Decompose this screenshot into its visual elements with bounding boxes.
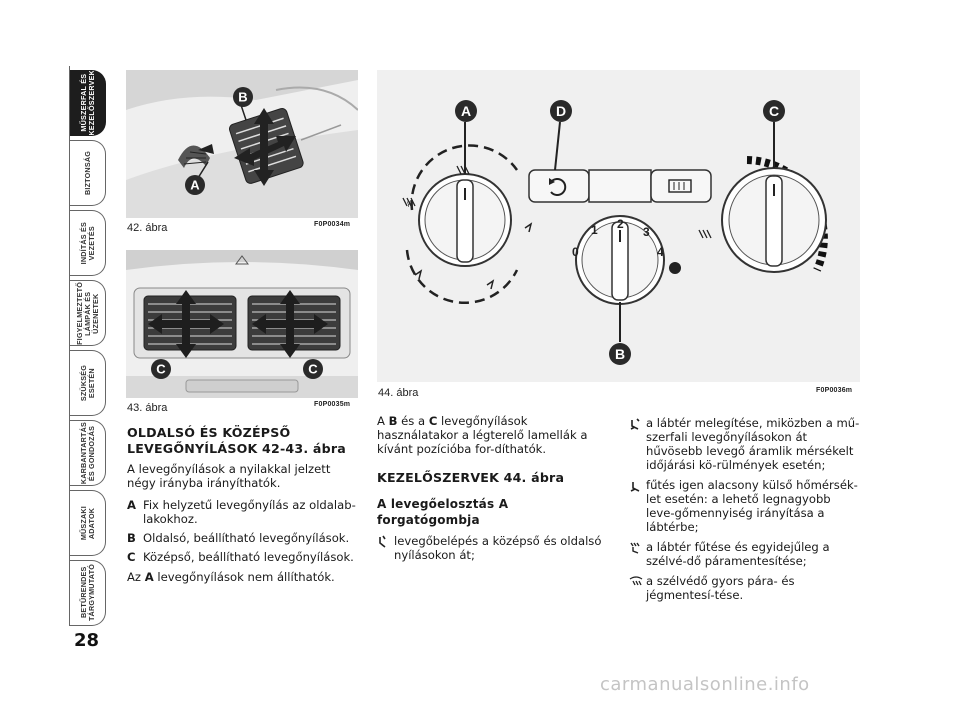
distribution-subheading: A levegőelosztás A forgatógombja xyxy=(377,497,509,527)
figure-code: F0P0036m xyxy=(816,387,853,394)
note-paragraph: Az A levegőnyílások nem állíthatók. xyxy=(127,570,362,584)
svg-text:1: 1 xyxy=(591,223,598,237)
tab-label: INDÍTÁS ÉS VEZETÉS xyxy=(78,221,96,265)
p1-mid: és a xyxy=(401,414,426,428)
item-text: levegőbelépés a középső és oldalsó nyílá… xyxy=(394,534,602,562)
item-key: C xyxy=(127,550,136,564)
tab-biztonsag[interactable]: BIZTONSÁG xyxy=(70,140,106,206)
tab-label: BIZTONSÁG xyxy=(82,151,92,195)
intro-paragraph: A levegőnyílások a nyilakkal jelzett nég… xyxy=(127,462,331,490)
item-text: a lábtér fűtése és egyidejűleg a szélvé-… xyxy=(646,540,830,568)
callout-b: B xyxy=(233,87,253,107)
page-number: 28 xyxy=(74,630,100,651)
callout-a: A xyxy=(455,100,477,122)
list-item: A Fix helyzetű levegőnyílás az oldalab-la… xyxy=(127,498,362,526)
tab-label: SZÜKSÉG ESETÉN xyxy=(78,364,96,402)
figure-code: F0P0034m xyxy=(314,221,351,228)
callout-c-right: C xyxy=(303,359,323,379)
svg-text:0: 0 xyxy=(572,245,579,259)
tab-szukseg[interactable]: SZÜKSÉG ESETÉN xyxy=(70,350,106,416)
svg-text:3: 3 xyxy=(643,225,650,239)
svg-text:D: D xyxy=(556,103,566,119)
svg-text:ᵞ: ᵞ xyxy=(407,200,411,211)
svg-text:A: A xyxy=(190,178,200,193)
item-text: Oldalsó, beállítható levegőnyílások. xyxy=(143,531,350,545)
callout-c: C xyxy=(763,100,785,122)
figure-42: A B xyxy=(126,70,358,218)
watermark: carmanualsonline.info xyxy=(600,674,810,695)
callout-d: D xyxy=(550,100,572,122)
callout-c-left: C xyxy=(151,359,171,379)
tab-muszerfal[interactable]: MŰSZERFAL ÉS KEZELŐSZERVEK xyxy=(70,70,106,136)
svg-text:C: C xyxy=(308,362,318,377)
item-text: fűtés igen alacsony külső hőmérsék-let e… xyxy=(646,478,858,534)
paragraph: A B és a C levegőnyílások használatakor … xyxy=(377,414,610,456)
windscreen-defrost-icon xyxy=(629,574,646,602)
svg-text:A: A xyxy=(461,103,471,119)
left-column: OLDALSÓ ÉS KÖZÉPSŐ LEVEGŐNYÍLÁSOK 42-43.… xyxy=(127,425,362,592)
tab-label: FIGYELMEZTETŐ LÁMPÁK ÉS ÜZENETEK xyxy=(74,281,100,345)
item-text: Középső, beállítható levegőnyílások. xyxy=(143,550,354,564)
climate-controls-illustration: ᵞ 0 1 2 3 4 xyxy=(377,70,860,382)
p1-c: C xyxy=(428,414,438,428)
callout-a: A xyxy=(185,175,205,195)
middle-column: A B és a C levegőnyílások használatakor … xyxy=(377,414,610,568)
note-prefix: Az xyxy=(127,570,142,584)
tab-label: BETŰRENDES TÁRGYMUTATÓ xyxy=(78,564,96,622)
section-heading: OLDALSÓ ÉS KÖZÉPSŐ LEVEGŐNYÍLÁSOK 42-43.… xyxy=(127,425,346,456)
tab-label: MŰSZAKI ADATOK xyxy=(78,505,96,541)
list-item: levegőbelépés a középső és oldalsó nyílá… xyxy=(377,534,610,562)
feet-icon xyxy=(629,478,646,534)
p1-rest: levegőnyílások használatakor a légterelő… xyxy=(377,414,588,456)
side-rule xyxy=(69,66,71,626)
p1-b: B xyxy=(388,414,398,428)
tab-betrendes[interactable]: BETŰRENDES TÁRGYMUTATÓ xyxy=(70,560,106,626)
controls-heading: KEZELŐSZERVEK 44. ábra xyxy=(377,470,565,485)
feet-windscreen-icon xyxy=(629,540,646,568)
item-key: B xyxy=(127,531,136,545)
tab-karbantartas[interactable]: KARBANTARTÁS ÉS GONDOZÁS xyxy=(70,420,106,486)
svg-text:C: C xyxy=(769,103,779,119)
list-item: a szélvédő gyors pára- és jégmentesí-tés… xyxy=(629,574,860,602)
item-text: a szélvédő gyors pára- és jégmentesí-tés… xyxy=(646,574,795,602)
callout-b: B xyxy=(609,343,631,365)
center-vents-illustration xyxy=(126,250,358,398)
svg-text:C: C xyxy=(156,362,166,377)
list-item: fűtés igen alacsony külső hőmérsék-let e… xyxy=(629,478,860,534)
item-key: A xyxy=(127,498,136,512)
vent-face-icon xyxy=(377,534,394,562)
tab-label: KARBANTARTÁS ÉS GONDOZÁS xyxy=(78,421,96,485)
list-item: a lábtér melegítése, miközben a mű-szerf… xyxy=(629,416,860,472)
figure-44: ᵞ 0 1 2 3 4 A D C B xyxy=(377,70,860,382)
p1-a: A xyxy=(377,414,385,428)
figure-caption: 44. ábra xyxy=(378,387,419,399)
tab-figyelmezteto[interactable]: FIGYELMEZTETŐ LÁMPÁK ÉS ÜZENETEK xyxy=(70,280,106,346)
tab-inditas[interactable]: INDÍTÁS ÉS VEZETÉS xyxy=(70,210,106,276)
note-key: A xyxy=(144,570,154,584)
tab-label: MŰSZERFAL ÉS KEZELŐSZERVEK xyxy=(78,70,96,136)
list-item: C Középső, beállítható levegőnyílások. xyxy=(127,550,362,564)
figure-caption: 42. ábra xyxy=(127,222,168,234)
figure-caption: 43. ábra xyxy=(127,402,168,414)
item-text: a lábtér melegítése, miközben a mű-szerf… xyxy=(646,416,860,472)
item-text: Fix helyzetű levegőnyílás az oldalab-lak… xyxy=(143,498,356,526)
figure-43: C C xyxy=(126,250,358,398)
right-column: a lábtér melegítése, miközben a mű-szerf… xyxy=(629,416,860,608)
list-item: a lábtér fűtése és egyidejűleg a szélvé-… xyxy=(629,540,860,568)
list-item: B Oldalsó, beállítható levegőnyílások. xyxy=(127,531,362,545)
tab-muszaki[interactable]: MŰSZAKI ADATOK xyxy=(70,490,106,556)
svg-text:B: B xyxy=(615,346,625,362)
svg-text:2: 2 xyxy=(617,217,624,231)
face-feet-icon xyxy=(629,416,646,472)
svg-text:B: B xyxy=(238,90,247,105)
figure-code: F0P0035m xyxy=(314,401,351,408)
svg-text:4: 4 xyxy=(657,245,664,259)
note-rest: levegőnyílások nem állíthatók. xyxy=(157,570,335,584)
